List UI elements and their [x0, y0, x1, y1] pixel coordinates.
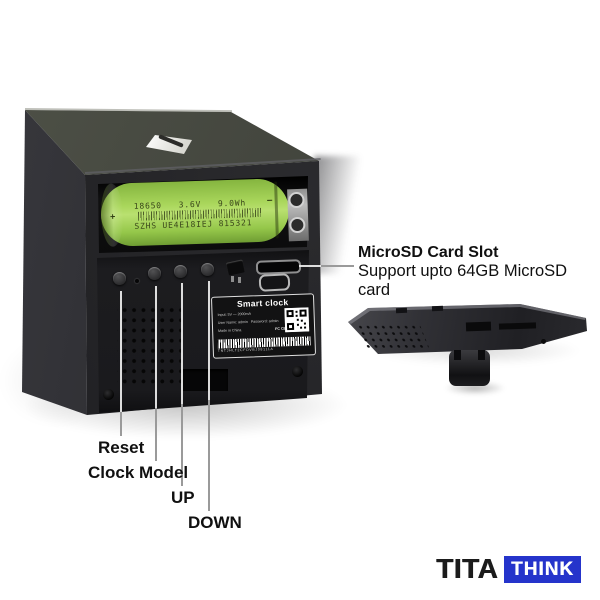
back-cover-hole — [541, 339, 546, 344]
battery-plus-mark: + — [109, 211, 116, 222]
brand-logo-think-text: THINK — [510, 558, 575, 580]
microsd-callout-line — [321, 265, 354, 267]
clock-model-button — [148, 267, 161, 280]
screw-hole — [103, 389, 114, 400]
label-barcode — [217, 336, 311, 349]
clock-model-callout-line — [155, 286, 157, 408]
led-indicator-hole — [135, 279, 139, 283]
brand-logo-think-box: THINK — [504, 556, 581, 583]
reset-callout-line — [120, 412, 122, 436]
back-cover-slot — [465, 321, 492, 332]
reset-button — [113, 272, 126, 285]
contact-spring — [289, 216, 306, 234]
contact-spring — [288, 191, 305, 209]
back-cover-slot — [498, 322, 537, 330]
switch-pin — [231, 276, 234, 282]
battery-contacts — [287, 188, 309, 242]
clock-model-callout-line — [155, 408, 157, 461]
battery-minus-mark: − — [266, 195, 273, 207]
down-callout-line — [208, 281, 210, 400]
screw-hole — [292, 366, 303, 377]
battery-18650: 18650 3.6V 9.0Wh SZHS UE4E18IEJ 815321 +… — [100, 178, 290, 247]
reset-label: Reset — [98, 438, 145, 457]
microsd-callout-title: MicroSD Card Slot — [358, 244, 499, 261]
micro-usb-port — [258, 273, 291, 292]
label-barcode-text: TNTJHLT2CFDVBJ08111A — [217, 347, 274, 354]
up-button — [174, 265, 187, 278]
device-label: Smart clock Input: 5V — 2000mA User Name… — [210, 293, 317, 359]
down-label: DOWN — [188, 513, 242, 532]
brand-logo-tita: TITA — [436, 553, 499, 584]
back-cover-speaker-holes — [355, 324, 430, 350]
down-callout-line — [208, 400, 210, 511]
switch-pin — [238, 277, 241, 283]
down-button — [201, 263, 214, 276]
up-callout-line — [181, 404, 183, 486]
microsd-callout-line — [299, 265, 321, 267]
back-cover-notch — [395, 307, 408, 314]
cover-clip-cutout — [183, 369, 228, 391]
qr-code — [284, 307, 310, 333]
up-callout-line — [181, 283, 183, 404]
cube-right-shadow — [314, 156, 360, 274]
back-cover-clip — [449, 350, 490, 386]
microsd-callout-subtitle: Support upto 64GB MicroSD card — [358, 262, 568, 299]
back-cover-notch — [431, 305, 444, 312]
clock-model-label: Clock Model — [88, 463, 189, 482]
up-label: UP — [171, 488, 195, 507]
microsd-slot — [255, 259, 302, 275]
reset-callout-line — [120, 291, 122, 412]
speaker-grille — [117, 303, 183, 384]
